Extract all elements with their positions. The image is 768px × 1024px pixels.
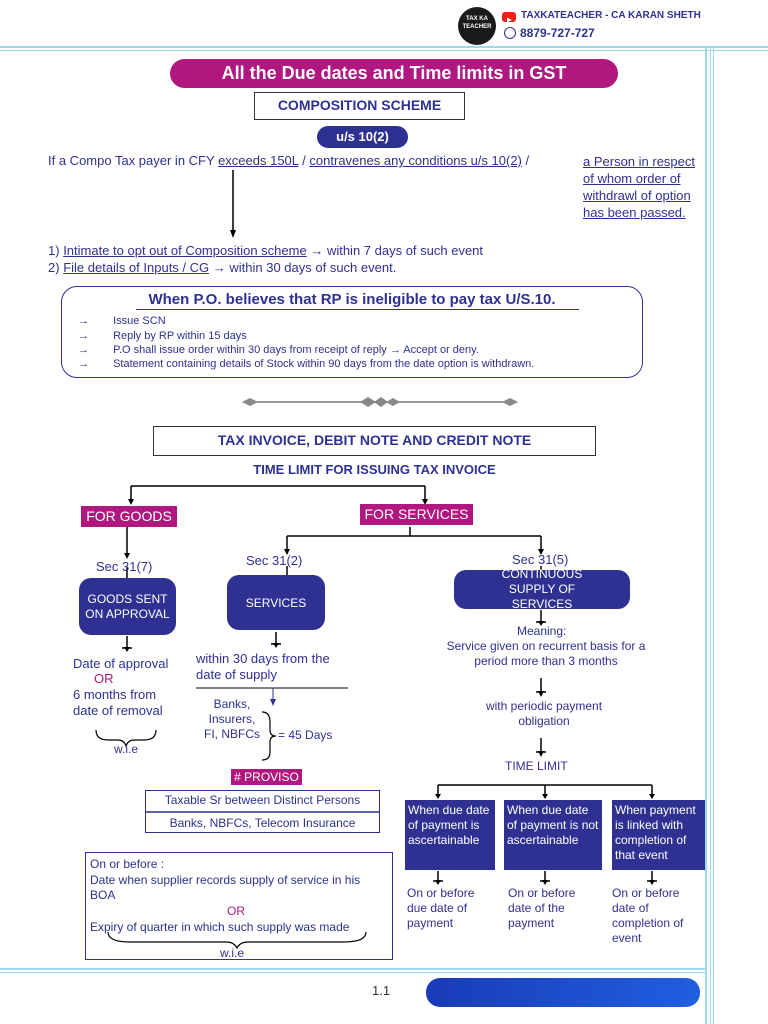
step-1: 1) Intimate to opt out of Composition sc…: [48, 243, 483, 259]
continuous-meaning: Meaning:: [517, 624, 567, 638]
channel-name: TAXKATEACHER - CA KARAN SHETH: [521, 10, 701, 21]
step-1-rest: → within 7 days of such event: [310, 243, 484, 258]
goods-wie: w.i.e: [114, 742, 139, 756]
step-2: 2) File details of Inputs / CG → within …: [48, 260, 396, 276]
distinct-box: [145, 790, 380, 833]
continuous-meaning-text: Service given on recurrent basis for a p…: [446, 639, 646, 668]
services-box-text: SERVICES: [245, 595, 307, 610]
footer-divider-2: [0, 972, 705, 973]
expiry-text: Expiry of quarter in which such supply w…: [90, 920, 350, 934]
right-rail-line: [705, 46, 707, 1024]
condition-withdrawal: a Person in respect of whom order of wit…: [583, 154, 696, 220]
boa-text: Date when supplier records supply of ser…: [90, 873, 361, 902]
po-box: [61, 286, 643, 378]
page-title: All the Due dates and Time limits in GST: [170, 59, 618, 88]
tree-connectors: [95, 485, 657, 950]
po-item-text: Reply by RP within 15 days: [113, 330, 247, 342]
continuous-box-text: CONTINUOUS SUPPLY OF SERVICES: [501, 567, 583, 611]
condition-line: If a Compo Tax payer in CFY exceeds 150L…: [48, 153, 529, 169]
step-2-num: 2): [48, 260, 60, 275]
boa-or: OR: [227, 904, 245, 918]
for-goods-label: FOR GOODS: [81, 506, 177, 527]
arrow-down: [230, 170, 236, 245]
po-bullet: →: [78, 330, 89, 342]
po-item-3: → P.O shall issue order within 30 days f…: [78, 343, 479, 357]
case-card-2: When due date of payment is not ascertai…: [504, 800, 602, 870]
distinct-line-1: Taxable Sr between Distinct Persons: [164, 793, 361, 807]
page-number: 1.1: [372, 983, 391, 998]
services-box: SERVICES: [227, 575, 325, 630]
po-item-text: Issue SCN: [113, 315, 166, 327]
proviso-badge: # PROVISO: [231, 769, 302, 785]
footer-bar: [426, 978, 700, 1007]
goods-six-months: 6 months from date of removal: [73, 687, 163, 718]
composition-heading: COMPOSITION SCHEME: [254, 92, 465, 120]
phone-number: 8879-727-727: [520, 26, 595, 40]
goods-approval-box: GOODS SENT ON APPROVAL: [79, 578, 176, 635]
case-card-1: When due date of payment is ascertainabl…: [405, 800, 495, 870]
services-45-days: = 45 Days: [278, 728, 333, 742]
continuous-sec: Sec 31(5): [512, 552, 569, 567]
po-item-text: Statement containing details of Stock wi…: [113, 358, 535, 370]
case-result-3: On or before date of completion of event: [612, 886, 684, 945]
goods-or: OR: [94, 671, 114, 686]
po-bullet: →: [78, 315, 89, 327]
po-bullet: →: [78, 358, 89, 370]
logo-text: TAX KA TEACHER: [462, 16, 492, 30]
tax-invoice-heading: TAX INVOICE, DEBIT NOTE AND CREDIT NOTE: [153, 426, 596, 456]
goods-date-approval: Date of approval: [73, 656, 169, 671]
youtube-icon: [502, 12, 516, 23]
footer-divider: [0, 968, 705, 970]
whatsapp-icon: [504, 27, 516, 39]
step-1-num: 1): [48, 243, 60, 258]
on-before-box: [85, 852, 393, 960]
section-badge: u/s 10(2): [317, 126, 408, 148]
po-item-text: P.O shall issue order within 30 days fro…: [113, 344, 479, 356]
ornament-divider: [240, 394, 520, 415]
services-sec: Sec 31(2): [246, 553, 303, 568]
header-divider: [0, 46, 768, 48]
condition-sep: /: [302, 153, 306, 168]
po-item-4: → Statement containing details of Stock …: [78, 357, 534, 371]
po-item-2: → Reply by RP within 15 days: [78, 329, 247, 343]
services-limit: within 30 days from the date of supply: [196, 651, 330, 682]
case-result-2: On or before date of the payment: [508, 886, 576, 930]
services-wie: w.i.e: [220, 946, 245, 960]
po-bullet: →: [78, 344, 89, 356]
condition-prefix: If a Compo Tax payer in CFY: [48, 153, 215, 168]
case-result-1: On or before due date of payment: [407, 886, 475, 930]
condition-contravenes: contravenes any conditions u/s 10(2): [309, 153, 522, 168]
time-limit-heading: TIME LIMIT FOR ISSUING TAX INVOICE: [253, 462, 496, 477]
goods-sec: Sec 31(7): [96, 559, 153, 574]
condition-exceeds: exceeds 150L: [218, 153, 299, 168]
goods-approval-text: GOODS SENT ON APPROVAL: [85, 591, 170, 621]
distinct-line-2: Banks, NBFCs, Telecom Insurance: [169, 816, 356, 830]
continuous-box: CONTINUOUS SUPPLY OF SERVICES: [454, 567, 630, 611]
po-item-1: → Issue SCN: [78, 314, 166, 328]
header-divider-2: [0, 50, 768, 51]
step-2-link: File details of Inputs / CG: [63, 260, 210, 275]
right-rail-line-3: [713, 46, 714, 1024]
channel-logo: TAX KA TEACHER: [458, 7, 496, 45]
time-limit-label: TIME LIMIT: [505, 759, 568, 773]
po-box-title: When P.O. believes that RP is ineligible…: [148, 291, 556, 308]
step-2-rest: → within 30 days of such event.: [212, 260, 397, 275]
services-banks: Banks, Insurers, FI, NBFCs: [204, 697, 260, 741]
condition-sep-2: /: [525, 153, 530, 168]
for-services-label: FOR SERVICES: [360, 504, 473, 525]
on-before-label: On or before :: [90, 857, 165, 871]
step-1-link: Intimate to opt out of Composition schem…: [63, 243, 307, 258]
right-rail-line-2: [710, 46, 711, 1024]
continuous-periodic: with periodic payment obligation: [485, 699, 603, 728]
case-card-3: When payment is linked with completion o…: [612, 800, 705, 870]
po-box-title-underline: [136, 309, 579, 310]
